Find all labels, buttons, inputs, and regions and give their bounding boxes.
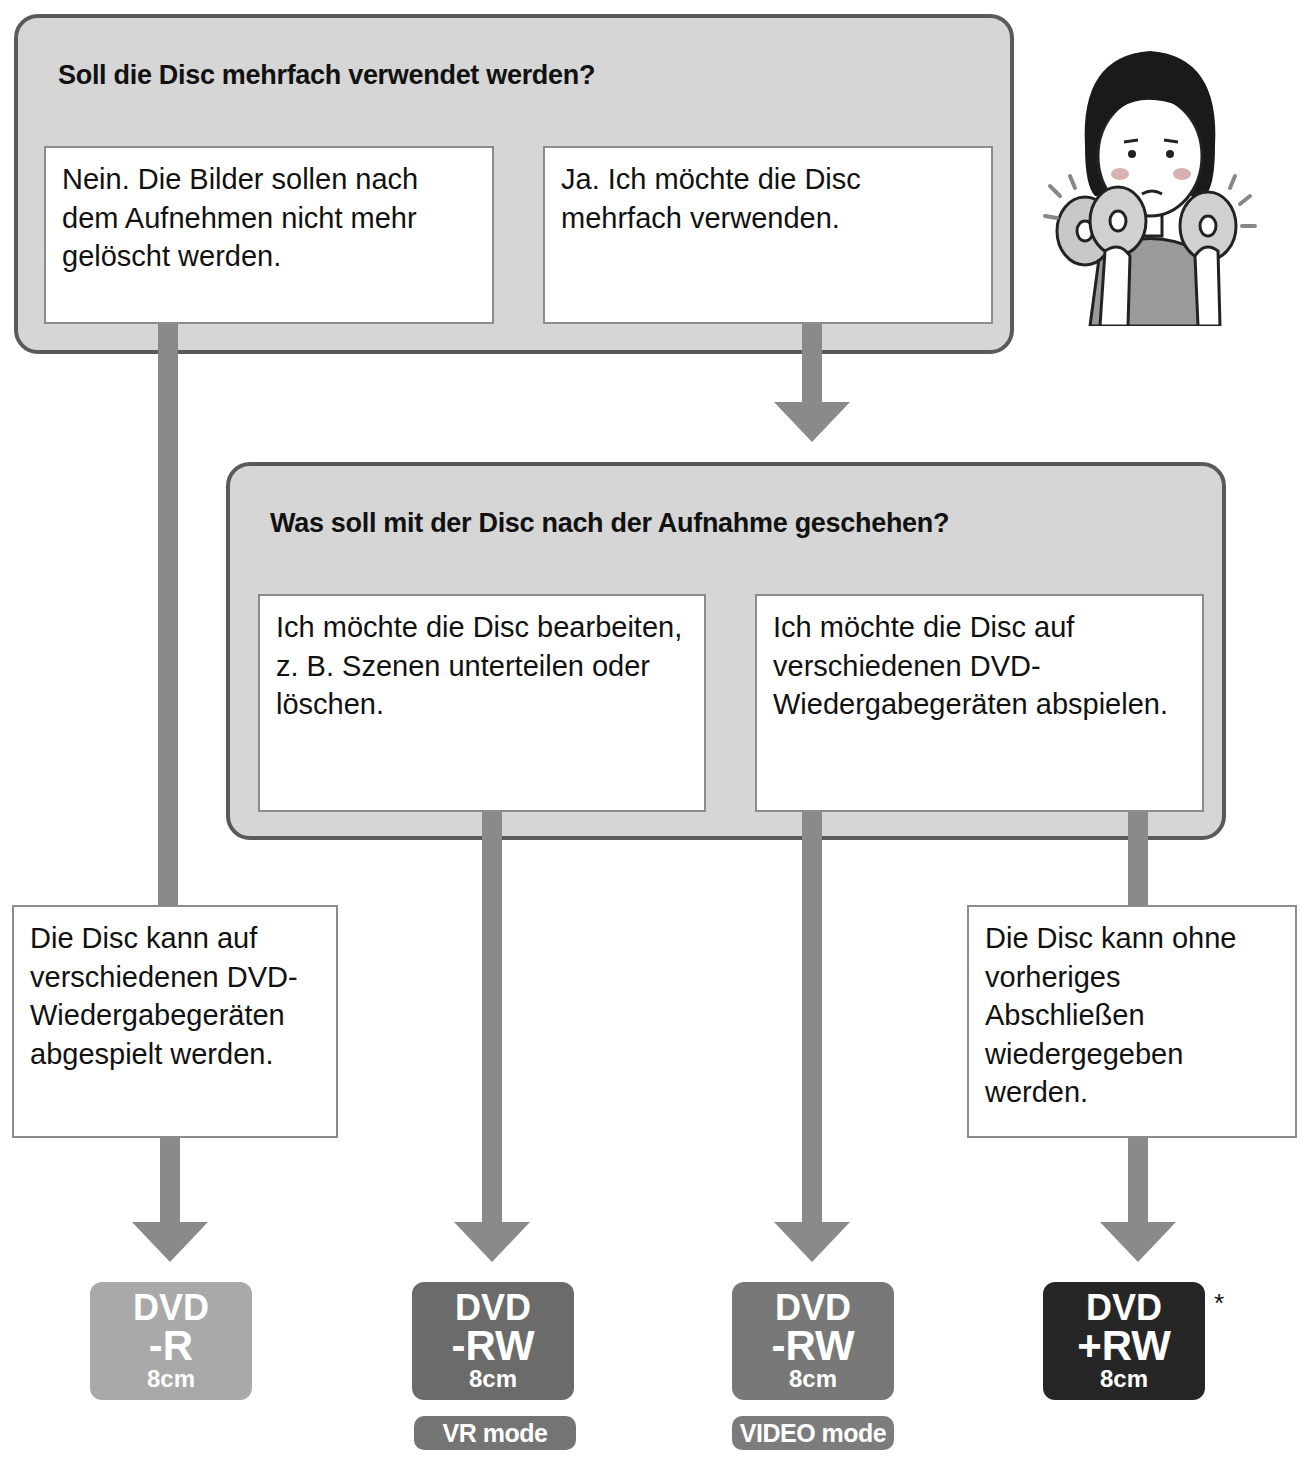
disc-label: 8cm: [1100, 1366, 1148, 1392]
disc-badge: DVD+RW8cm: [1043, 1282, 1205, 1400]
disc-label: DVD: [133, 1290, 209, 1326]
disc-label: DVD: [775, 1290, 851, 1326]
answer-box: Nein. Die Bilder sollen nach dem Aufnehm…: [44, 146, 494, 324]
flow-arrow: [158, 324, 178, 905]
answer-text: Ich möchte die Disc auf verschiedenen DV…: [773, 608, 1188, 724]
answer-box: Ich möchte die Disc auf verschiedenen DV…: [755, 594, 1204, 812]
question-title: Was soll mit der Disc nach der Aufnahme …: [270, 506, 949, 540]
disc-badge: DVD-R8cm: [90, 1282, 252, 1400]
answer-text: Ich möchte die Disc bearbeiten, z. B. Sz…: [276, 608, 690, 724]
question-panel: Was soll mit der Disc nach der Aufnahme …: [226, 462, 1226, 840]
answer-text: Die Disc kann auf verschiedenen DVD-Wied…: [30, 919, 322, 1073]
flow-arrow: [132, 1138, 208, 1262]
disc-label: DVD: [455, 1290, 531, 1326]
flow-arrow: [1100, 1138, 1176, 1262]
flow-arrow: [774, 324, 850, 442]
mode-label: VIDEO mode: [732, 1416, 894, 1450]
disc-label: DVD: [1086, 1290, 1162, 1326]
disc-label: 8cm: [147, 1366, 195, 1392]
flow-arrow: [1128, 812, 1148, 905]
footnote-mark: *: [1214, 1288, 1224, 1319]
answer-box: Die Disc kann auf verschiedenen DVD-Wied…: [12, 905, 338, 1138]
question-panel: Soll die Disc mehrfach verwendet werden?…: [14, 14, 1014, 354]
answer-text: Nein. Die Bilder sollen nach dem Aufnehm…: [62, 160, 478, 276]
mode-label: VR mode: [414, 1416, 576, 1450]
mode-text: VR mode: [443, 1418, 548, 1448]
disc-label: +RW: [1077, 1326, 1171, 1366]
flow-arrow: [454, 812, 530, 1262]
disc-badge: DVD-RW8cm: [412, 1282, 574, 1400]
answer-text: Die Disc kann ohne vorheriges Abschließe…: [985, 919, 1281, 1112]
question-title: Soll die Disc mehrfach verwendet werden?: [58, 58, 595, 92]
answer-box: Ja. Ich möchte die Disc mehrfach verwend…: [543, 146, 993, 324]
answer-text: Ja. Ich möchte die Disc mehrfach verwend…: [561, 160, 977, 237]
disc-label: -RW: [771, 1326, 854, 1366]
disc-label: 8cm: [469, 1366, 517, 1392]
answer-box: Die Disc kann ohne vorheriges Abschließe…: [967, 905, 1297, 1138]
mode-text: VIDEO mode: [740, 1418, 886, 1448]
flow-arrow: [774, 812, 850, 1262]
disc-label: -R: [149, 1326, 193, 1366]
disc-label: 8cm: [789, 1366, 837, 1392]
answer-box: Ich möchte die Disc bearbeiten, z. B. Sz…: [258, 594, 706, 812]
disc-label: -RW: [451, 1326, 534, 1366]
person-illustration: [1030, 36, 1270, 326]
disc-badge: DVD-RW8cm: [732, 1282, 894, 1400]
